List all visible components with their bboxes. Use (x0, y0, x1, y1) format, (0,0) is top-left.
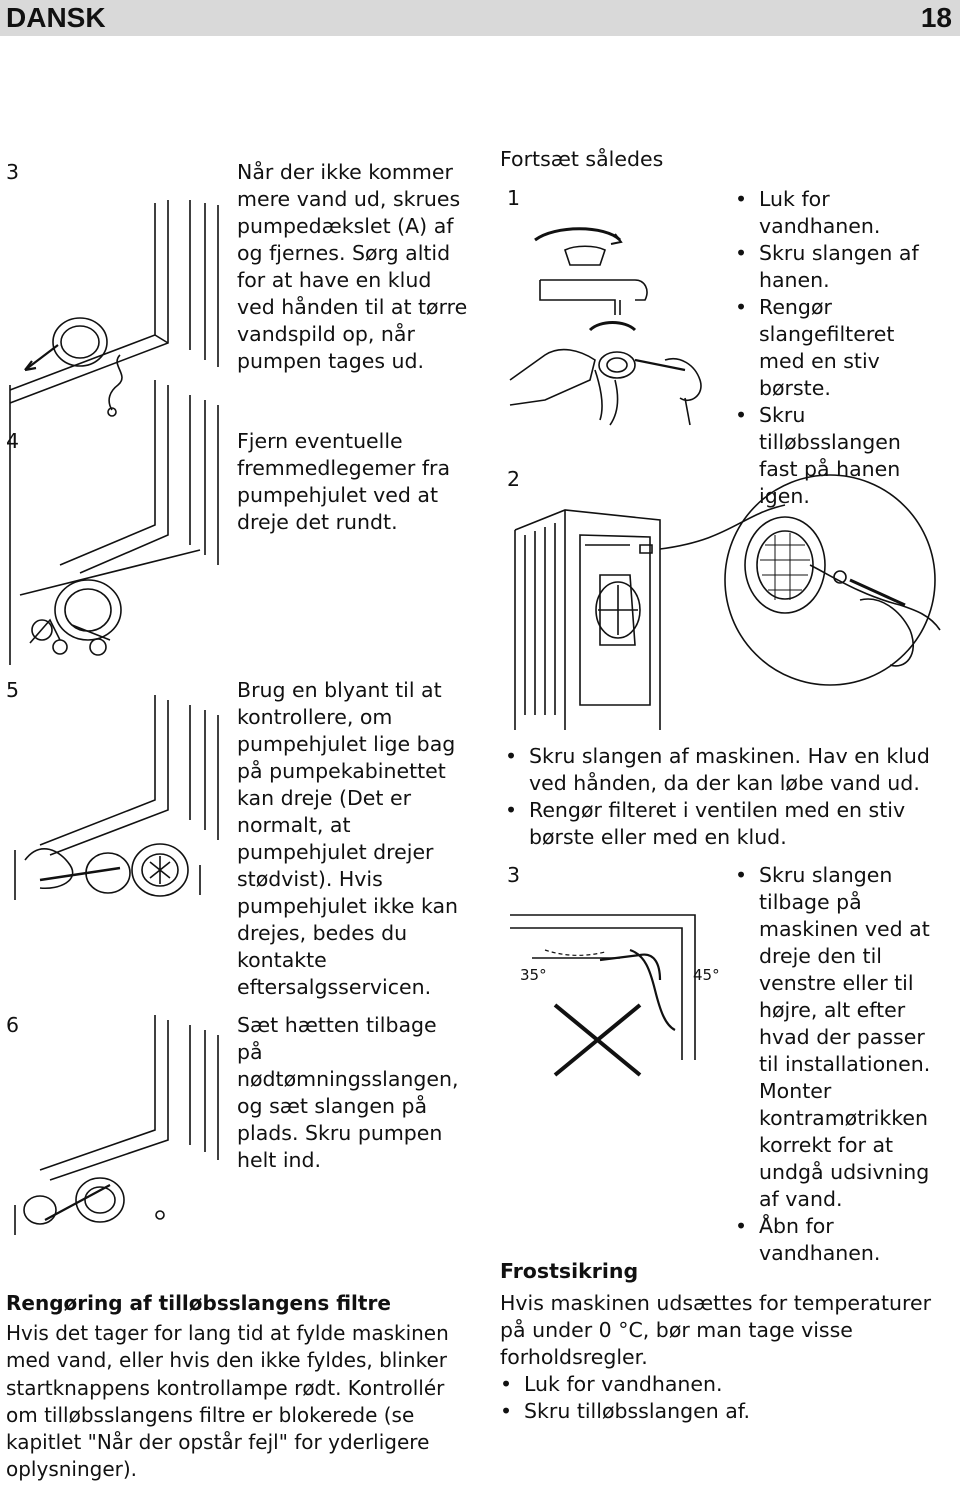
step-3-number: 3 (6, 160, 20, 184)
right-step-2-number: 2 (507, 467, 521, 491)
bullet-item: Skru tilløbsslangen fast på hanen igen. (735, 402, 940, 510)
bullet-item: Skru slangen af maskinen. Hav en klud ve… (505, 743, 945, 797)
continue-intro: Fortsæt således (500, 147, 664, 171)
machine-inlet-illustration (510, 505, 950, 730)
bullet-item: Skru slangen tilbage på maskinen ved at … (735, 862, 950, 1213)
bullet-item: Skru slangen af hanen. (735, 240, 940, 294)
step-5-text: Brug en blyant til at kontrollere, om pu… (237, 678, 459, 999)
pump-impeller-illustration (0, 690, 230, 1250)
bullet-item: Skru tilløbsslangen af. (500, 1398, 950, 1425)
tap-filter-illustration (505, 220, 730, 430)
page-number: 18 (920, 2, 952, 33)
step-6-text: Sæt hætten tilbage på nødtømningsslangen… (237, 1013, 459, 1172)
frost-body: Hvis maskinen udsættes for temperaturer … (500, 1291, 932, 1369)
right-step-3-number: 3 (507, 863, 521, 887)
bullet-item: Rengør filteret i ventilen med en stiv b… (505, 797, 945, 851)
language-label: DANSK (6, 2, 106, 33)
step-5-number: 5 (6, 678, 20, 702)
hose-angle-illustration (510, 910, 725, 1080)
bullet-item: Luk for vandhanen. (500, 1371, 950, 1398)
angle-label-left: 35° (520, 966, 547, 984)
step-4-text: Fjern eventuelle fremmedlegemer fra pump… (237, 429, 451, 534)
section-body: Hvis det tager for lang tid at fylde mas… (6, 1321, 449, 1482)
bullet-item: Rengør slangefilteret med en stiv børste… (735, 294, 940, 402)
section-heading: Rengøring af tilløbsslangens filtre (6, 1291, 391, 1315)
page-header: DANSK 18 (0, 0, 960, 36)
frost-heading: Frostsikring (500, 1259, 639, 1283)
step-3-bullets: Skru slangen tilbage på maskinen ved at … (735, 862, 950, 1267)
step-1-bullets: Luk for vandhanen. Skru slangen af hanen… (735, 186, 940, 510)
step-2-bullets: Skru slangen af maskinen. Hav en klud ve… (505, 743, 945, 851)
step-6-number: 6 (6, 1013, 20, 1037)
bullet-item: Åbn for vandhanen. (735, 1213, 950, 1267)
step-3-text: Når der ikke kommer mere vand ud, skrues… (237, 160, 468, 373)
angle-label-right: 45° (693, 966, 720, 984)
frost-bullets: Luk for vandhanen. Skru tilløbsslangen a… (500, 1371, 950, 1425)
pump-removal-illustration (0, 195, 230, 665)
right-step-1-number: 1 (507, 186, 521, 210)
bullet-item: Luk for vandhanen. (735, 186, 940, 240)
